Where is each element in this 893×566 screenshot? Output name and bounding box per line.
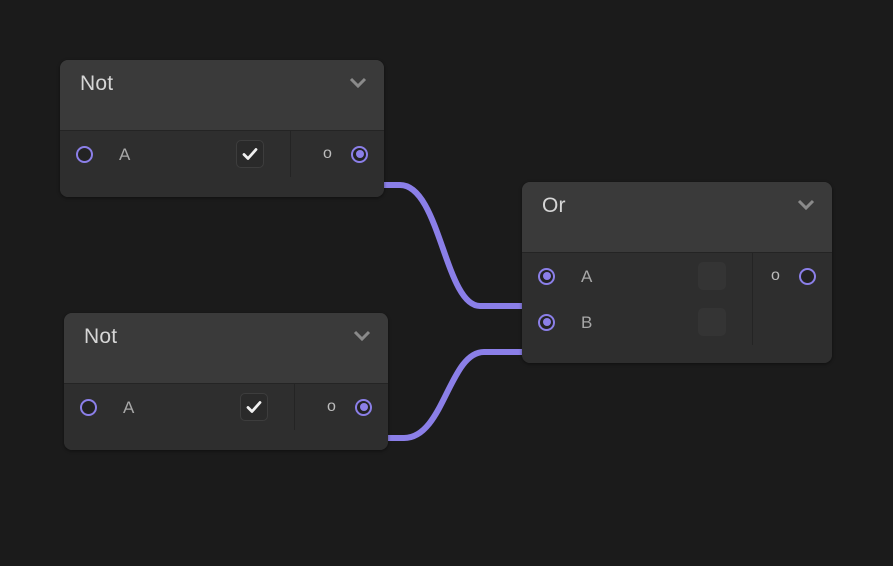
input-port-label-a: A	[119, 144, 131, 164]
node-body: A o	[64, 384, 388, 430]
input-row-a[interactable]: A	[64, 384, 294, 430]
input-ports: A	[60, 131, 290, 177]
output-port-label-o: o	[327, 398, 336, 415]
node-not-1[interactable]: Not A	[60, 60, 384, 197]
node-divider	[522, 252, 832, 253]
chevron-down-icon[interactable]	[796, 198, 816, 212]
input-checkbox-a[interactable]	[240, 393, 268, 421]
output-port-dot-o[interactable]	[799, 267, 816, 285]
node-divider	[60, 130, 384, 131]
node-header[interactable]: Or	[522, 182, 832, 228]
output-port-dot-o[interactable]	[351, 145, 368, 163]
output-port-label-o: o	[771, 267, 780, 284]
input-port-label-b: B	[581, 312, 593, 332]
chevron-down-icon[interactable]	[352, 329, 372, 343]
edge-not2-to-or-b	[375, 349, 545, 441]
output-port-dot-o[interactable]	[355, 398, 372, 416]
input-port-label-a: A	[123, 397, 135, 417]
node-title: Or	[542, 193, 566, 217]
input-checkbox-b[interactable]	[698, 308, 726, 336]
input-ports: A	[64, 384, 294, 430]
output-port-label-o: o	[323, 145, 332, 162]
body-spacer	[60, 177, 384, 197]
header-spacer	[60, 106, 384, 130]
node-body: A o	[60, 131, 384, 177]
header-spacer	[64, 359, 388, 383]
node-or-1[interactable]: Or A	[522, 182, 832, 363]
input-checkbox-a[interactable]	[236, 140, 264, 168]
input-checkbox-a[interactable]	[698, 262, 726, 290]
output-ports: o	[752, 253, 832, 345]
node-header[interactable]: Not	[64, 313, 388, 359]
output-row-o[interactable]: o	[291, 131, 384, 177]
input-port-dot-a[interactable]	[538, 267, 555, 285]
node-header[interactable]: Not	[60, 60, 384, 106]
edge-not1-to-or-a	[371, 182, 543, 309]
output-row-o[interactable]: o	[753, 253, 832, 299]
input-ports: A B	[522, 253, 752, 345]
node-title: Not	[84, 324, 118, 348]
node-title: Not	[80, 71, 114, 95]
input-row-a[interactable]: A	[522, 253, 752, 299]
node-body: A B	[522, 253, 832, 345]
chevron-down-icon[interactable]	[348, 76, 368, 90]
input-port-label-a: A	[581, 266, 593, 286]
node-divider	[64, 383, 388, 384]
input-row-b[interactable]: B	[522, 299, 752, 345]
output-row-o[interactable]: o	[295, 384, 388, 430]
body-spacer	[522, 345, 832, 363]
output-ports: o	[290, 131, 384, 177]
input-row-a[interactable]: A	[60, 131, 290, 177]
node-not-2[interactable]: Not A	[64, 313, 388, 450]
header-spacer	[522, 228, 832, 252]
input-port-dot-b[interactable]	[538, 313, 555, 331]
output-ports: o	[294, 384, 388, 430]
input-port-dot-a[interactable]	[76, 145, 93, 163]
body-spacer	[64, 430, 388, 450]
input-port-dot-a[interactable]	[80, 398, 97, 416]
